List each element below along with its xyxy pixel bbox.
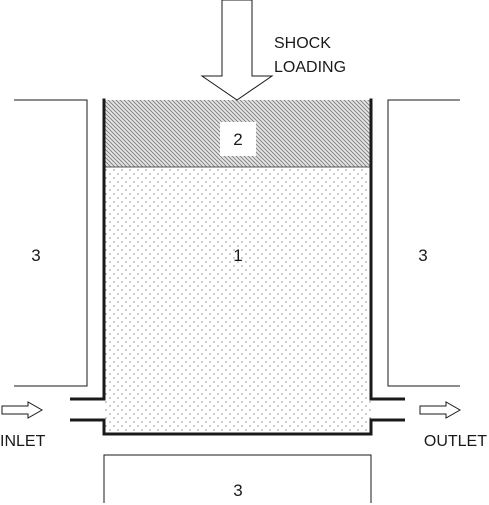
- outlet-pipe: [371, 397, 405, 422]
- inlet-arrow-icon: [1, 401, 44, 419]
- inlet-pipe: [70, 397, 104, 422]
- region-3-right-label: 3: [418, 246, 427, 265]
- region-1-label: 1: [233, 246, 242, 265]
- container-walls: [102, 98, 373, 436]
- region-2-label: 2: [233, 130, 242, 149]
- inlet-label: INLET: [0, 433, 46, 450]
- region-3-bottom-outline: [103, 454, 372, 503]
- region-3-bottom-label: 3: [233, 481, 242, 500]
- outlet-arrow-icon: [419, 401, 462, 419]
- outlet-label: OUTLET: [424, 433, 487, 450]
- region-3-right-outline: [387, 99, 460, 387]
- region-1-fill: [104, 167, 371, 434]
- shock-loading-label-line2: LOADING: [274, 59, 346, 76]
- shock-arrow-icon: [200, 0, 274, 101]
- region-3-left-label: 3: [31, 246, 40, 265]
- region-3-left-outline: [14, 99, 88, 387]
- shock-loading-label-line1: SHOCK: [274, 35, 331, 52]
- region-2-label-box: [220, 122, 256, 156]
